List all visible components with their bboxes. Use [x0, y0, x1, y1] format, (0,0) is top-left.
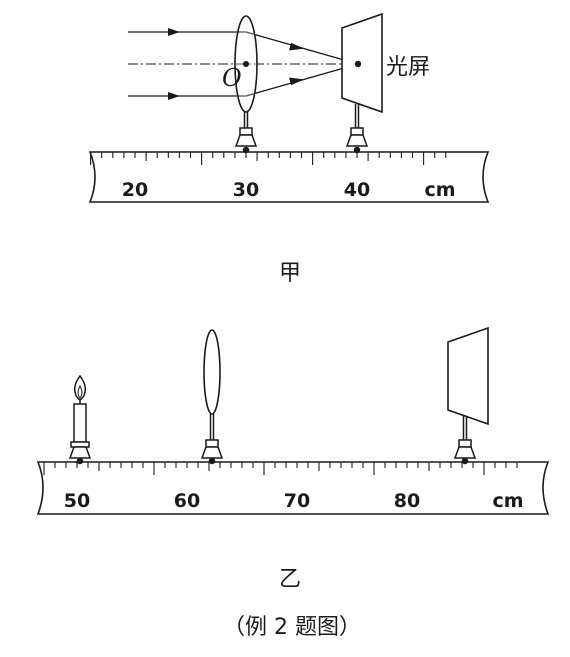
- optical-center-label: O: [222, 64, 242, 92]
- figure-caption: （例 2 题图）: [223, 615, 361, 640]
- ruler-a-label-20: 20: [122, 179, 148, 201]
- figure-b-caption: 乙: [279, 567, 301, 592]
- ruler-a-unit: cm: [424, 179, 455, 201]
- screen-label: 光屏: [386, 55, 430, 80]
- ruler-b-unit: cm: [492, 490, 523, 512]
- ruler-b-body: [36, 461, 550, 515]
- screen-holder-a: [345, 104, 369, 154]
- ruler-b-label-50: 50: [64, 490, 90, 512]
- convex-lens-b: [203, 329, 221, 415]
- ruler-a-ticks: [90, 152, 447, 165]
- screen-holder-b: [453, 416, 477, 465]
- ruler-b-label-80: 80: [394, 490, 420, 512]
- lens-holder-b: [200, 414, 224, 465]
- lens-holder-a: [234, 112, 258, 154]
- ruler-b-label-60: 60: [174, 490, 200, 512]
- figure-a-caption: 甲: [279, 261, 301, 286]
- candle: [68, 374, 92, 465]
- ruler-a-label-40: 40: [344, 179, 370, 201]
- light-screen-b: [447, 326, 489, 426]
- focus-point: [354, 60, 362, 68]
- candle-body: [73, 403, 87, 443]
- figure-a: 20 30 40 cm O: [88, 12, 490, 203]
- light-screen-a: [341, 12, 383, 114]
- ruler-b-label-70: 70: [284, 490, 310, 512]
- ray-arrows: [168, 28, 304, 100]
- optical-center-dot: [243, 61, 249, 67]
- ruler-b-ticks: [43, 462, 518, 475]
- figure-b: 50 60 70 80 cm: [36, 326, 550, 515]
- ruler-a-body: [88, 151, 490, 203]
- ruler-a-label-30: 30: [233, 179, 259, 201]
